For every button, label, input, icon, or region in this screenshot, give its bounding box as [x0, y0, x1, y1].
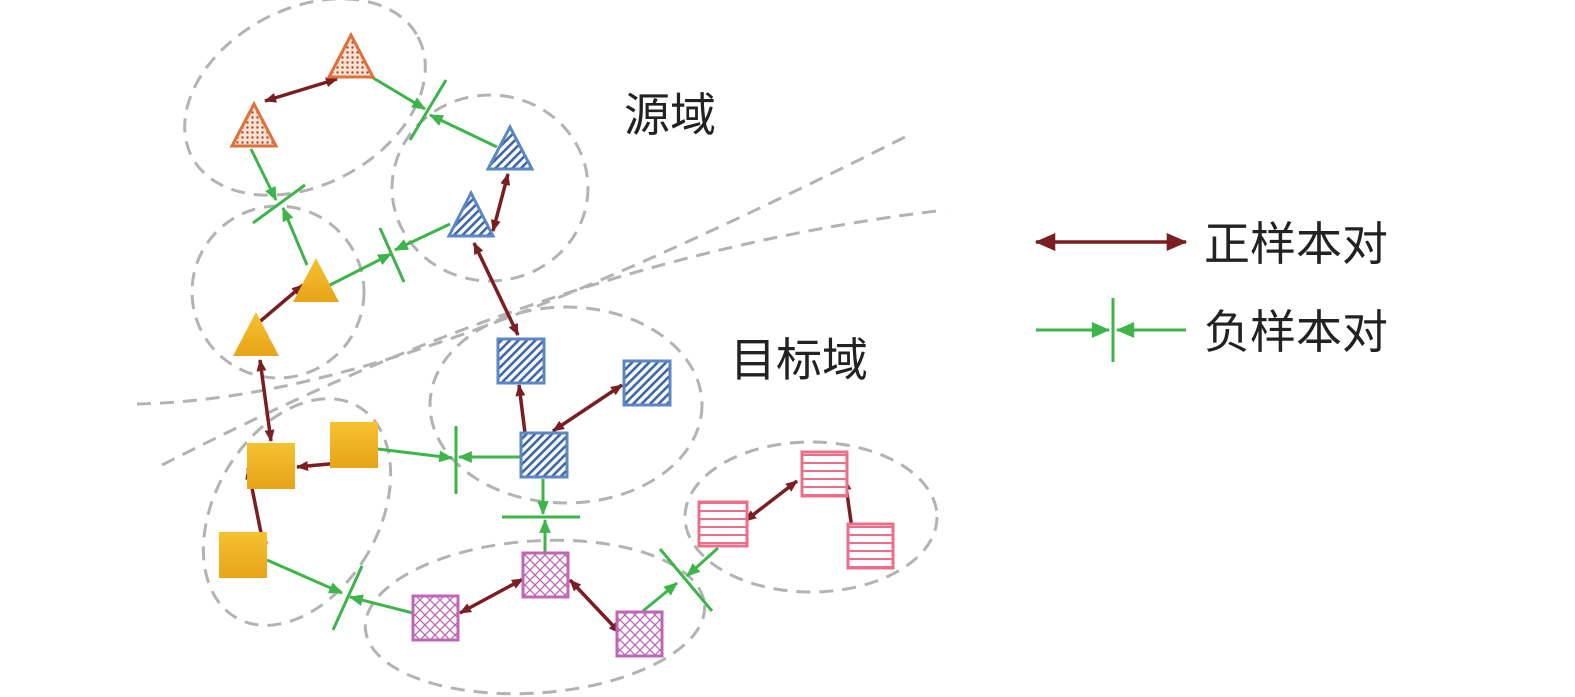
purple-square-node — [411, 594, 460, 642]
blue-triangle-node — [446, 189, 496, 238]
negative-arrow — [642, 581, 678, 613]
cluster-purple-squares — [363, 538, 707, 696]
negative-pair-arrows — [249, 74, 720, 631]
positive-arrow — [472, 242, 520, 336]
pink-square-node — [846, 522, 895, 570]
cluster-yellow-triangles — [190, 204, 366, 380]
yellow-square-node — [330, 422, 378, 468]
negative-arrow — [428, 113, 498, 149]
sample-nodes — [219, 31, 895, 658]
source-domain-label: 源域 — [624, 88, 716, 142]
cluster-blue-squares — [428, 305, 704, 505]
domain-boundary-upper — [136, 135, 906, 406]
negative-arrow — [369, 74, 427, 111]
negative-arrow — [685, 546, 720, 578]
orange-triangle-node — [229, 100, 279, 148]
legend-positive-pair: 正样本对 — [1034, 217, 1388, 271]
purple-square-node — [615, 610, 664, 658]
yellow-triangle-node — [233, 312, 279, 356]
negative-bar — [408, 79, 448, 141]
legend-negative-pair: 负样本对 — [1036, 298, 1388, 362]
positive-arrow — [743, 479, 799, 523]
cluster-outlines — [183, 0, 939, 696]
legend-negative-label: 负样本对 — [1204, 305, 1388, 359]
positive-arrow — [568, 578, 622, 635]
yellow-triangle-node — [293, 258, 339, 302]
blue-square-node — [622, 359, 672, 407]
pink-square-node — [800, 450, 849, 498]
blue-triangle-node — [485, 123, 535, 171]
positive-arrow — [552, 383, 623, 433]
positive-arrow — [490, 173, 511, 232]
negative-arrow — [377, 447, 454, 463]
negative-arrow — [266, 558, 344, 595]
yellow-square-node — [247, 443, 295, 489]
purple-square-node — [521, 551, 570, 599]
cluster-orange-triangles — [183, 0, 427, 197]
legend-positive-label: 正样本对 — [1204, 217, 1388, 271]
blue-square-node — [519, 431, 569, 479]
yellow-square-node — [219, 532, 267, 578]
target-domain-label: 目标域 — [730, 333, 868, 387]
negative-arrow — [348, 594, 414, 615]
domain-boundaries — [136, 135, 946, 467]
cluster-pink-squares — [683, 440, 939, 594]
negative-arrow — [249, 148, 278, 202]
negative-arrow — [329, 252, 393, 287]
negative-bar — [331, 565, 364, 631]
orange-triangle-node — [326, 31, 376, 79]
positive-arrow — [256, 359, 275, 442]
negative-bar — [658, 548, 714, 612]
negative-bar — [378, 227, 406, 283]
legend: 正样本对 负样本对 — [1034, 217, 1388, 362]
positive-arrow — [264, 77, 338, 103]
positive-arrow — [459, 577, 524, 615]
negative-arrow — [393, 222, 451, 252]
cluster-yellow-squares — [201, 397, 393, 627]
pink-square-node — [697, 500, 749, 548]
blue-square-node — [496, 337, 546, 385]
negative-arrow — [281, 206, 309, 266]
negative-bar — [252, 183, 306, 225]
